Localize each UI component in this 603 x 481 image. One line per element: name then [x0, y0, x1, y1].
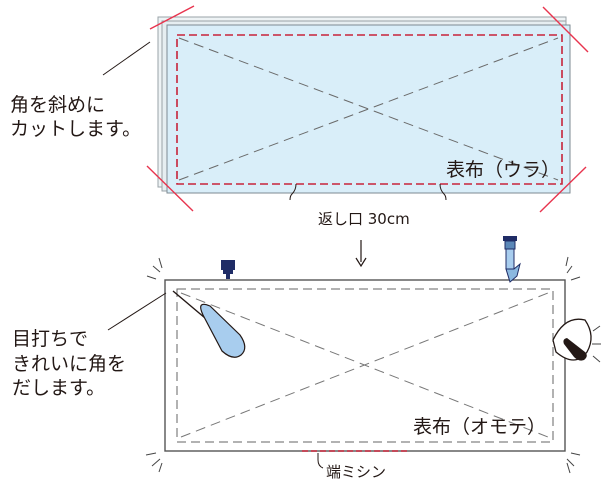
corner-cut-bottom-left — [146, 165, 194, 212]
diagonal-guide-4 — [180, 292, 549, 438]
seam-line — [176, 34, 563, 185]
top-panel: 角を斜めに カットします。 表布（ウラ） 返し口 30cm — [10, 5, 589, 228]
diagonal-guide-2 — [178, 37, 559, 181]
sparkle-marks — [145, 256, 601, 474]
bottom-panel: 目打ちで きれいに角を だします。 表布（オモテ） 端ミシン — [12, 236, 601, 481]
corner-cut-top-left — [149, 5, 195, 30]
callout-bottom-line-3: だします。 — [12, 377, 105, 399]
edge-stitch-label: 端ミシン — [326, 463, 386, 481]
diagonal-guide-1 — [178, 37, 559, 181]
fabric-back-side — [166, 24, 571, 194]
iron-icon — [552, 318, 592, 361]
callout-top-line-2: カットします。 — [10, 118, 141, 140]
topstitch-guide — [176, 288, 554, 443]
presser-tool-icon — [503, 236, 521, 283]
opening-bracket-right — [439, 183, 447, 201]
opening-label: 返し口 30cm — [318, 210, 410, 228]
corner-cut-bottom-right — [539, 166, 587, 213]
callout-leader-bottom — [107, 292, 167, 331]
fabric-front-label: 表布（オモテ） — [413, 416, 546, 438]
callout-bottom-line-1: 目打ちで — [12, 328, 88, 350]
fabric-back-label: 表布（ウラ） — [446, 159, 560, 181]
opening-bracket-left — [289, 183, 297, 201]
callout-top-line-1: 角を斜めに — [10, 94, 105, 116]
callout-bottom-line-2: きれいに角を — [12, 353, 126, 375]
callout-leader-top — [102, 41, 151, 76]
awl-icon — [172, 290, 246, 358]
arrow-down-icon — [355, 240, 367, 268]
sewing-pin-icon — [221, 260, 235, 279]
corner-cut-top-right — [542, 6, 589, 53]
stitch-label-leader — [317, 453, 324, 469]
